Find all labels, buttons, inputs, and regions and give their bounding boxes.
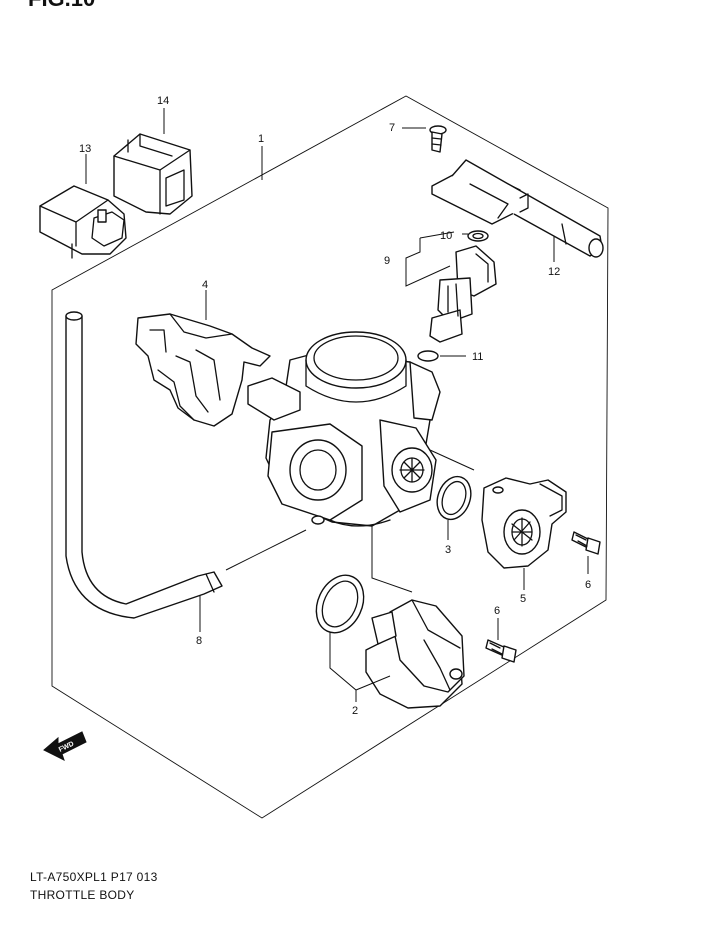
part-14-connector-cover[interactable] — [113, 133, 193, 215]
part-11-o-ring[interactable] — [417, 350, 439, 362]
model-code: LT-A750XPL1 P17 013 — [30, 870, 158, 884]
figure-number: FIG.10 — [28, 0, 95, 12]
callout-1: 1 — [258, 133, 264, 145]
part-10-o-ring[interactable] — [467, 230, 489, 242]
part-4-cable-bracket[interactable] — [135, 313, 271, 427]
part-6-screw-sensor[interactable] — [571, 531, 601, 555]
callout-4: 4 — [202, 279, 208, 291]
part-9-fuel-injector[interactable] — [429, 245, 497, 343]
callout-12: 12 — [548, 266, 560, 278]
part-13-coupler[interactable] — [39, 185, 127, 259]
part-2-isc-valve[interactable] — [307, 568, 465, 709]
part-6-screw-isc[interactable] — [485, 639, 517, 663]
callout-5: 5 — [520, 593, 526, 605]
callout-13: 13 — [79, 143, 91, 155]
leader-lines — [85, 108, 589, 702]
callout-10: 10 — [440, 230, 452, 242]
callout-6-sensor-screw: 6 — [585, 579, 591, 591]
part-1-throttle-body[interactable] — [247, 331, 441, 527]
callout-6-isc-screw: 6 — [494, 605, 500, 617]
fwd-arrow-icon: FWD — [43, 731, 87, 761]
part-8-hose[interactable] — [65, 311, 223, 619]
assembly-frame — [51, 95, 609, 819]
part-5-throttle-position-sensor[interactable] — [481, 477, 567, 569]
callout-11: 11 — [472, 351, 483, 363]
callout-3: 3 — [445, 544, 451, 556]
callout-2: 2 — [352, 705, 358, 717]
part-12-fuel-delivery-pipe[interactable] — [431, 159, 604, 258]
callout-7: 7 — [389, 122, 395, 134]
callout-14: 14 — [157, 95, 169, 107]
callout-8: 8 — [196, 635, 202, 647]
part-7-screw[interactable] — [429, 125, 447, 153]
part-3-o-ring[interactable] — [431, 472, 476, 524]
callout-9: 9 — [384, 255, 390, 267]
diagram-title: THROTTLE BODY — [30, 888, 135, 902]
